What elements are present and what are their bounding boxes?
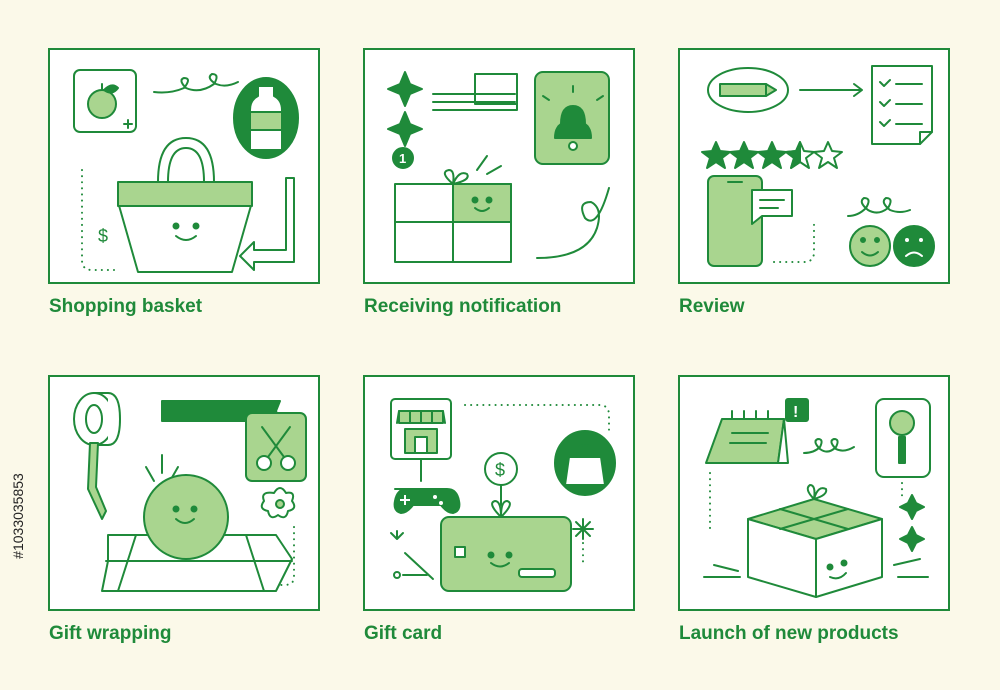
squiggle-icon [847, 197, 911, 217]
magnifier-icon [889, 410, 915, 436]
shopping-basket-illustration: $ [73, 69, 299, 273]
caption-gift-card: Gift card [364, 623, 443, 644]
star-rating [701, 141, 843, 169]
caption-gift-wrapping: Gift wrapping [49, 623, 172, 644]
sparkle-line-icon [572, 518, 594, 540]
card-shopping-basket: $ [48, 48, 320, 284]
sparkle-icon [899, 494, 925, 520]
squiggle-icon [803, 438, 855, 454]
squiggle-icon [153, 73, 239, 94]
product-box-icon [747, 484, 883, 598]
stock-id-label: #1033035853 [10, 473, 26, 559]
receiving-notification-illustration: 1 [387, 71, 610, 263]
gift-card-illustration: $ [390, 398, 616, 592]
coin-dollar-sign: $ [495, 460, 505, 480]
dollar-sign-icon: $ [98, 226, 108, 246]
card-review [678, 48, 950, 284]
review-illustration [701, 65, 935, 267]
pencil-icon [719, 83, 777, 97]
notification-badge [392, 147, 414, 169]
ribbon-tail [87, 442, 107, 520]
basket-icon [157, 137, 215, 183]
calendar-icon [705, 418, 785, 464]
smiling-ball-icon [143, 474, 229, 560]
card-receiving-notification: 1 [363, 48, 635, 284]
happy-face-icon [849, 225, 891, 267]
arrow-icon [799, 83, 863, 97]
sad-face-icon [893, 225, 935, 267]
caption-receiving-notification: Receiving notification [364, 296, 562, 317]
message-icon [474, 73, 518, 105]
sparkle-icon [387, 71, 423, 107]
notification-count: 1 [399, 151, 406, 166]
card-launch-new-products: ! [678, 375, 950, 611]
launch-new-products-illustration: ! [703, 398, 931, 598]
caption-launch-new-products: Launch of new products [679, 623, 899, 644]
return-arrow-icon [239, 177, 295, 271]
alert-mark: ! [793, 404, 798, 421]
card-gift-card: $ [363, 375, 635, 611]
bell-icon [554, 105, 592, 139]
scissors-icon [256, 426, 296, 471]
card-gift-wrapping [48, 375, 320, 611]
caption-review: Review [679, 296, 745, 317]
gift-wrapping-illustration [73, 392, 307, 592]
caption-shopping-basket: Shopping basket [49, 296, 203, 317]
alert-badge [785, 398, 809, 422]
curvy-line-icon [536, 187, 610, 259]
apple-icon [87, 89, 117, 119]
basket-body [117, 201, 253, 273]
gamepad-icon [393, 488, 461, 514]
phone-icon [707, 175, 763, 267]
